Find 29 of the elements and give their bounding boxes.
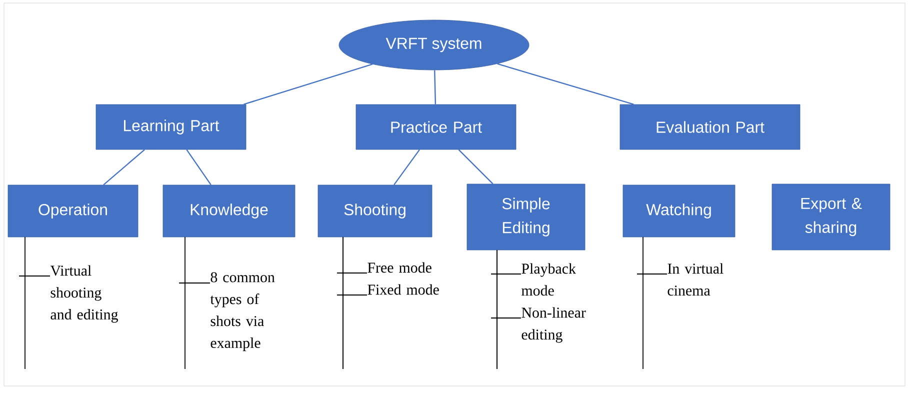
- process-box: Practice Part: [356, 104, 516, 150]
- process-box: Operation: [8, 184, 138, 238]
- ellipse-node: VRFT system: [338, 20, 530, 70]
- process-box: Shooting: [318, 184, 432, 238]
- connector-line: [186, 149, 212, 186]
- connector-line: [244, 64, 373, 105]
- item-text: In virtual cinema: [668, 263, 724, 296]
- connector-line: [434, 70, 436, 104]
- tree-line: [184, 236, 210, 284]
- item-text: 8 common types of shots via example: [210, 272, 275, 352]
- process-box: Knowledge: [162, 184, 296, 238]
- item-text: Virtual shooting and editing: [50, 265, 118, 323]
- process-box: Simple Editing: [466, 184, 586, 250]
- connector-line: [497, 63, 634, 105]
- item-text: Playback mode: [522, 263, 576, 296]
- tree-line: [642, 236, 668, 274]
- item-text: Non-linear editing: [522, 307, 586, 343]
- process-box: Evaluation Part: [620, 104, 800, 150]
- connector-line: [394, 149, 420, 186]
- tree-line: [342, 236, 368, 296]
- item-text: Free mode: [368, 262, 432, 273]
- process-box: Learning Part: [96, 104, 246, 150]
- tree-line: [24, 236, 50, 276]
- connector-line: [103, 149, 145, 186]
- process-box: Watching: [622, 184, 736, 238]
- connector-line: [458, 149, 494, 184]
- tree-line: [496, 250, 522, 318]
- item-text: Fixed mode: [368, 284, 439, 295]
- process-box: Export & sharing: [772, 184, 890, 250]
